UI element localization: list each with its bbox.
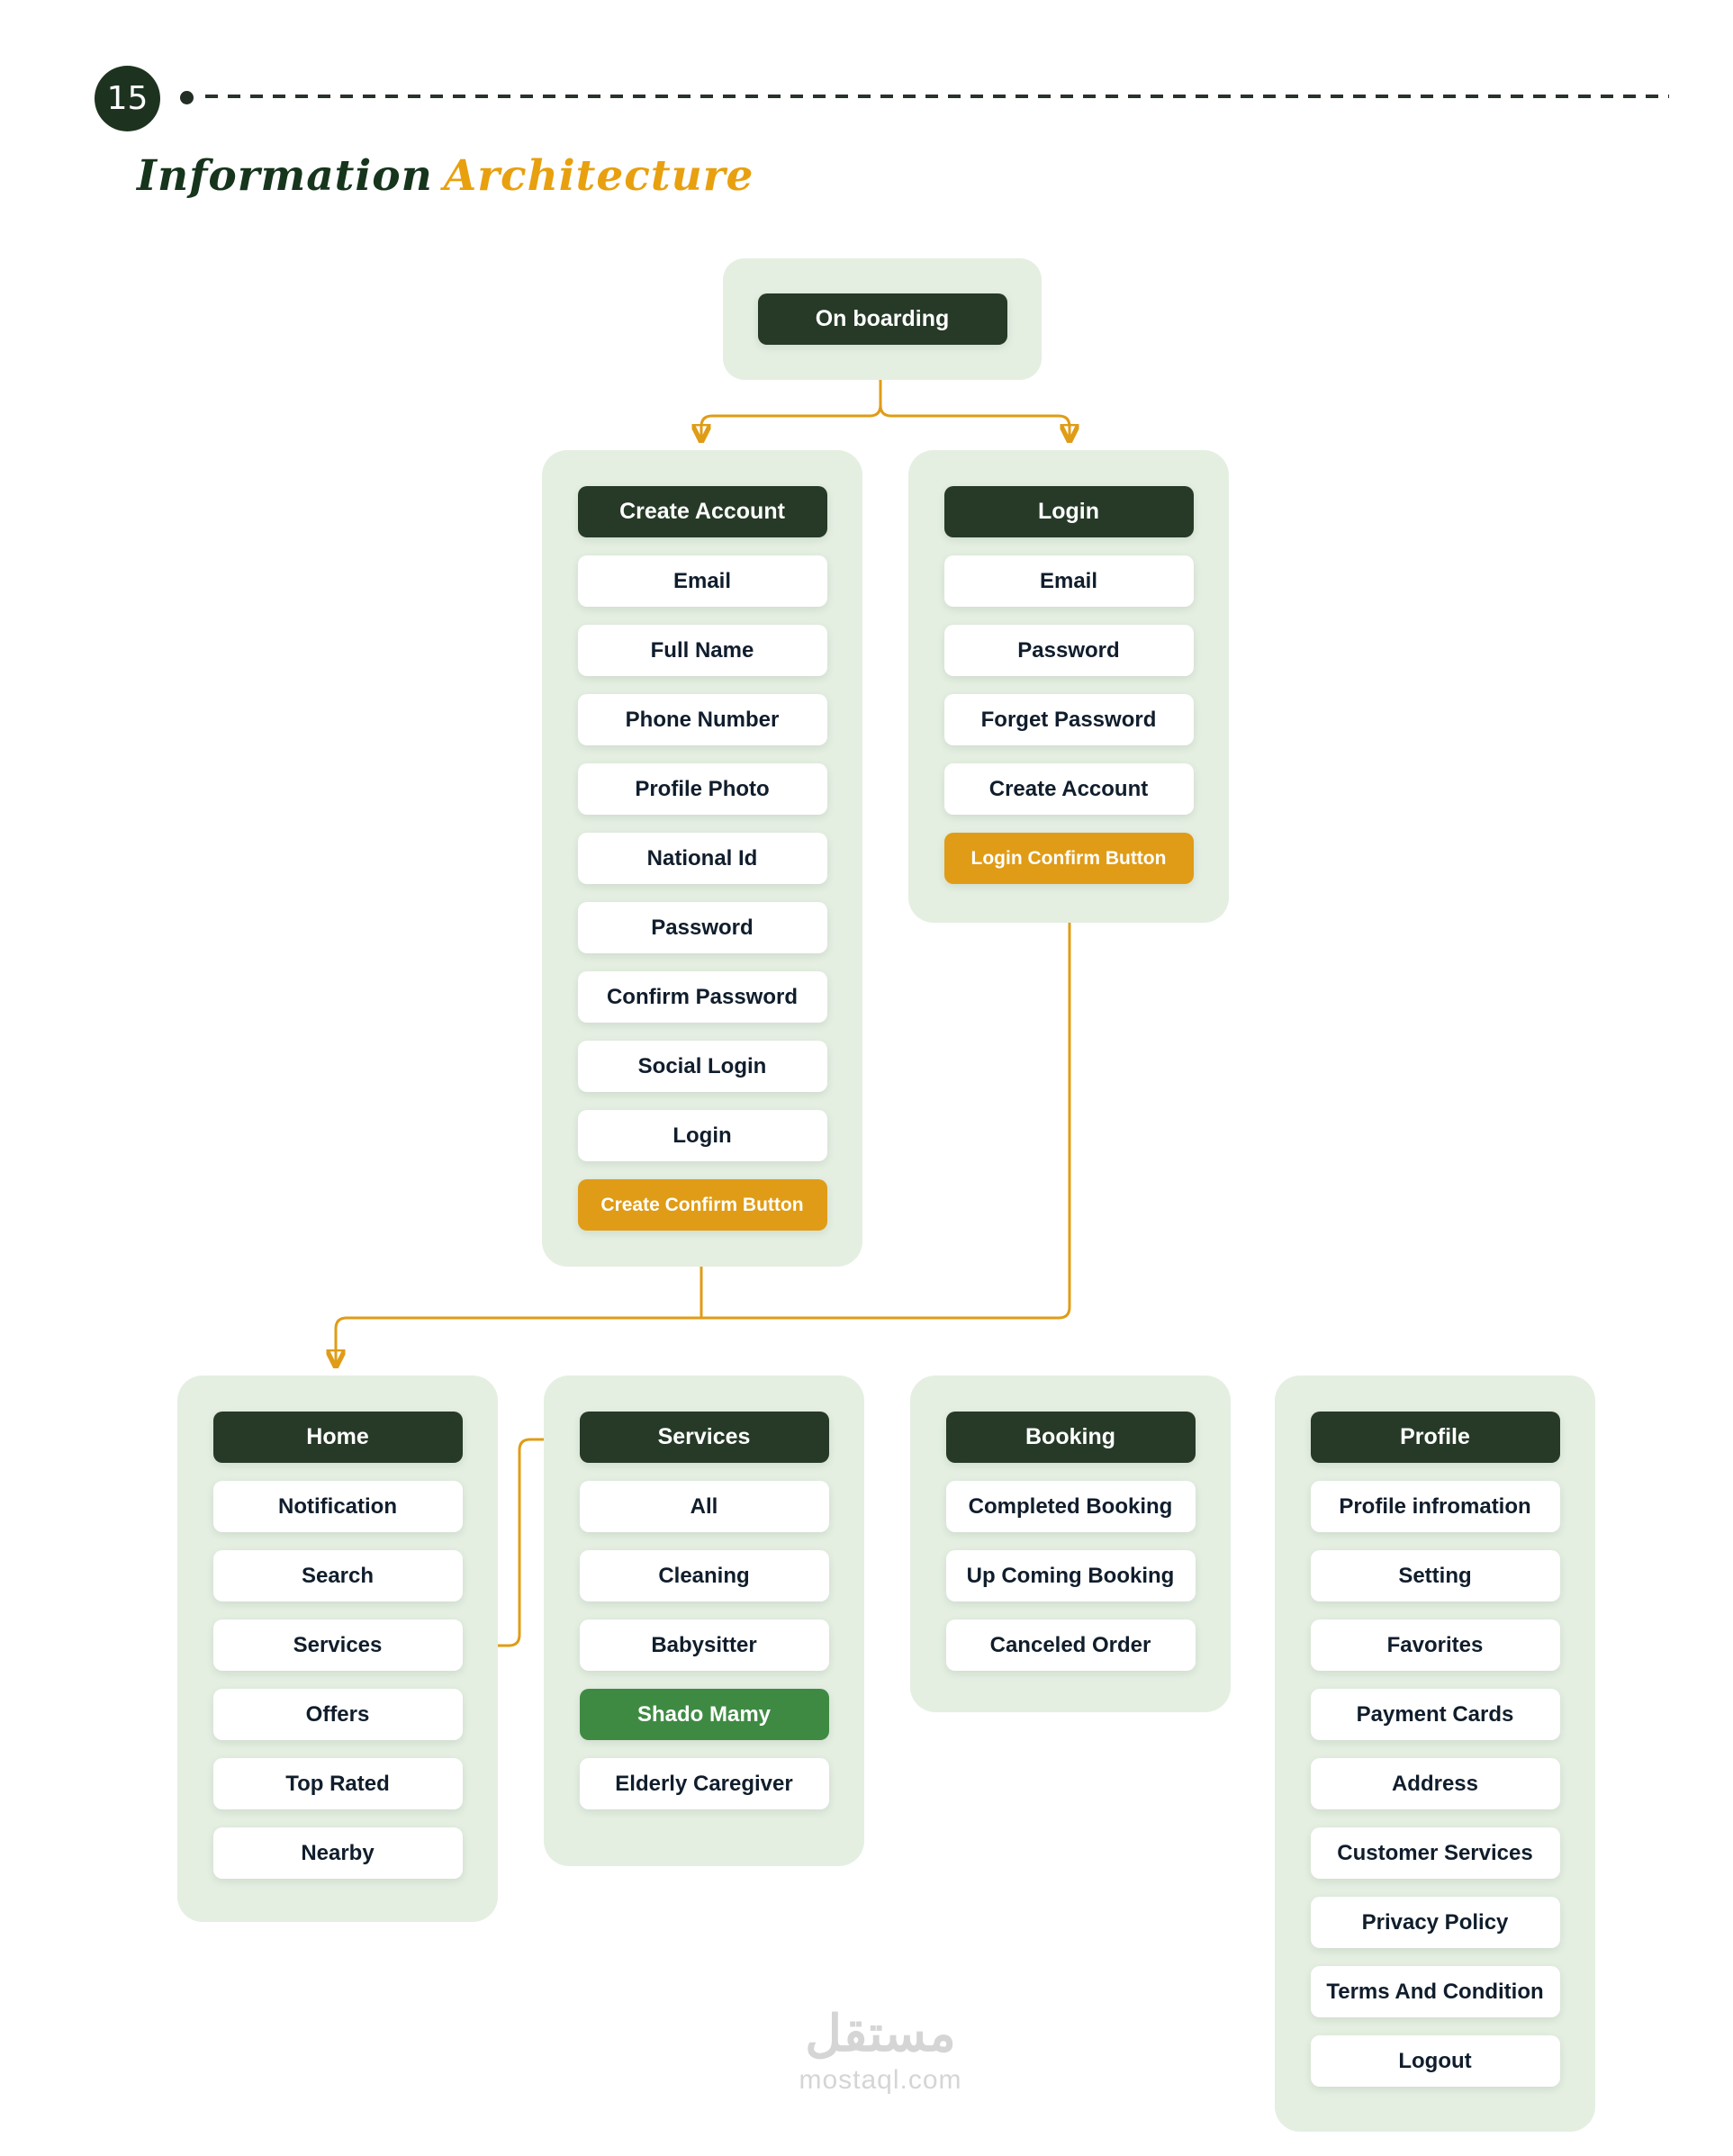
node-create-confirm-button: Create Confirm Button: [577, 1179, 827, 1231]
node-completed-booking: Completed Booking: [945, 1481, 1196, 1532]
node-email: Email: [943, 555, 1194, 607]
booking-header: Booking: [945, 1412, 1196, 1463]
node-email: Email: [577, 555, 827, 607]
node-up-coming-booking: Up Coming Booking: [945, 1550, 1196, 1601]
node-full-name: Full Name: [577, 625, 827, 676]
node-all: All: [579, 1481, 829, 1532]
node-address: Address: [1310, 1758, 1560, 1809]
connector-onboarding-to-create-account: [701, 380, 882, 441]
node-top-rated: Top Rated: [212, 1758, 463, 1809]
dash-start-dot: [180, 91, 194, 104]
page-title-accent: Architecture: [443, 151, 754, 201]
onboarding-group: On boarding: [723, 258, 1042, 380]
node-services: Services: [212, 1619, 463, 1671]
node-profile-infromation: Profile infromation: [1310, 1481, 1560, 1532]
page-number-badge: 15: [95, 66, 160, 131]
node-offers: Offers: [212, 1689, 463, 1740]
node-social-login: Social Login: [577, 1041, 827, 1092]
node-canceled-order: Canceled Order: [945, 1619, 1196, 1671]
node-customer-services: Customer Services: [1310, 1827, 1560, 1879]
booking-group: Booking Completed Booking Up Coming Booki…: [910, 1376, 1231, 1712]
page-title-primary: Information: [137, 151, 433, 201]
node-search: Search: [212, 1550, 463, 1601]
node-password: Password: [943, 625, 1194, 676]
connector-onboarding-to-login: [879, 380, 1070, 441]
node-password: Password: [577, 902, 827, 953]
node-terms-and-condition: Terms And Condition: [1310, 1966, 1560, 2017]
node-elderly-caregiver: Elderly Caregiver: [579, 1758, 829, 1809]
node-notification: Notification: [212, 1481, 463, 1532]
node-payment-cards: Payment Cards: [1310, 1689, 1560, 1740]
login-header: Login: [943, 486, 1194, 537]
node-favorites: Favorites: [1310, 1619, 1560, 1671]
watermark: مستقل mostaql.com: [799, 2006, 961, 2096]
node-login-confirm-button: Login Confirm Button: [943, 833, 1194, 884]
profile-header: Profile: [1310, 1412, 1560, 1463]
node-profile-photo: Profile Photo: [577, 763, 827, 815]
watermark-arabic: مستقل: [805, 2005, 956, 2061]
node-login: Login: [577, 1110, 827, 1161]
node-national-id: National Id: [577, 833, 827, 884]
node-confirm-password: Confirm Password: [577, 971, 827, 1023]
node-shado-mamy: Shado Mamy: [579, 1689, 829, 1740]
home-header: Home: [212, 1412, 463, 1463]
node-privacy-policy: Privacy Policy: [1310, 1897, 1560, 1948]
node-forget-password: Forget Password: [943, 694, 1194, 745]
create-account-header: Create Account: [577, 486, 827, 537]
services-header: Services: [579, 1412, 829, 1463]
node-nearby: Nearby: [212, 1827, 463, 1879]
node-phone-number: Phone Number: [577, 694, 827, 745]
node-logout: Logout: [1310, 2035, 1560, 2087]
dashed-divider-line: [205, 95, 1669, 98]
node-create-account: Create Account: [943, 763, 1194, 815]
node-babysitter: Babysitter: [579, 1619, 829, 1671]
node-cleaning: Cleaning: [579, 1550, 829, 1601]
node-setting: Setting: [1310, 1550, 1560, 1601]
watermark-latin: mostaql.com: [799, 2064, 962, 2095]
onboarding-node: On boarding: [757, 293, 1007, 345]
